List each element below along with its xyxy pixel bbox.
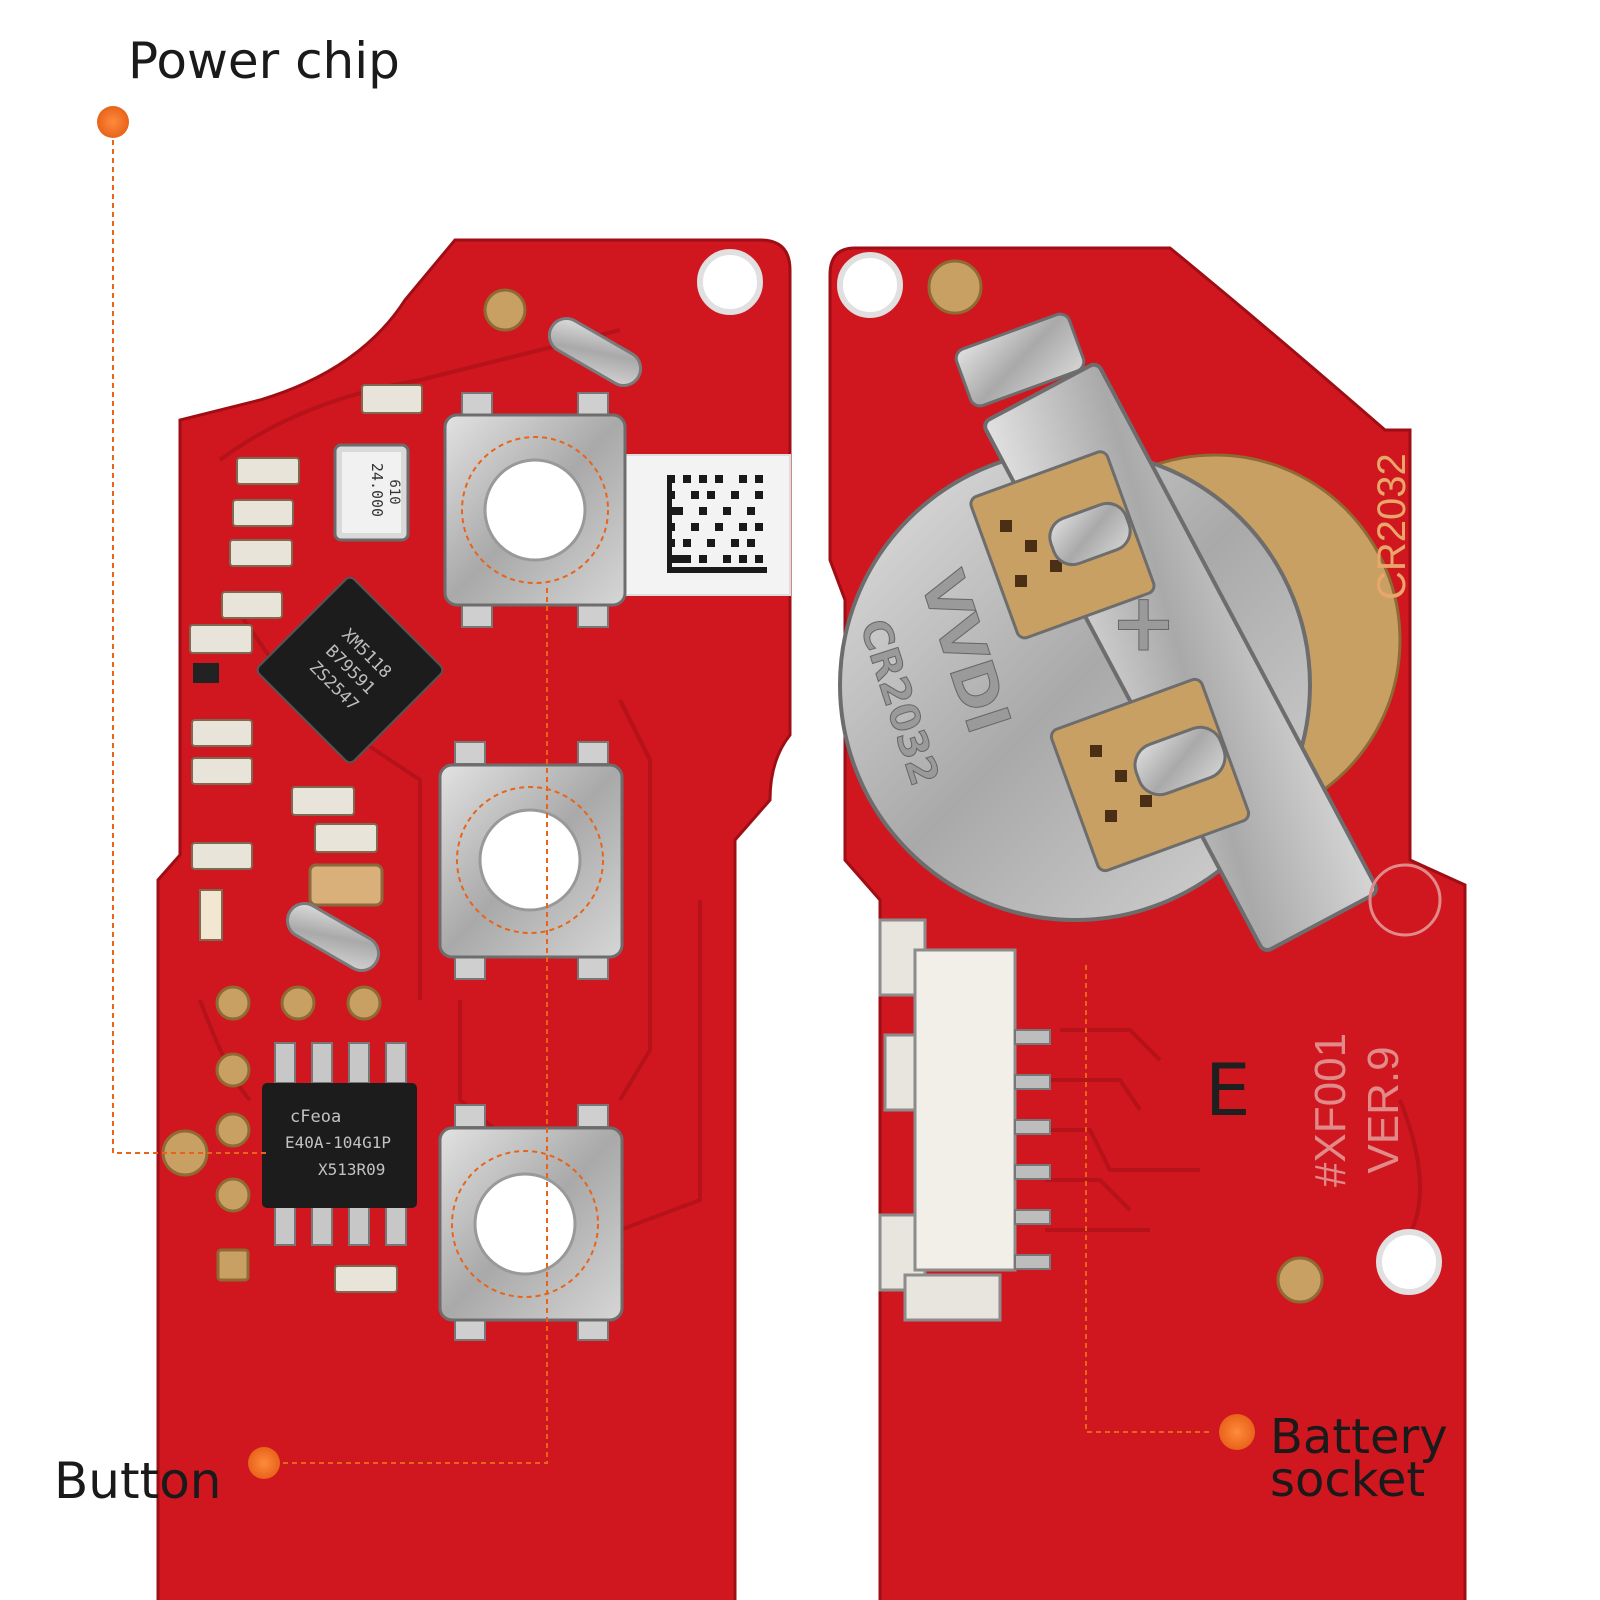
soic-chip: cFeoa E40A-104G1P X513R09 xyxy=(262,1042,417,1246)
right-pcb-board: VVDI CR2032 + CR2032 E #XF001 VER.9 xyxy=(828,246,1467,1600)
battery-socket-label: Battery socket xyxy=(1270,1409,1448,1509)
power-chip-callout-dot xyxy=(97,106,129,138)
board-version-label: VER.9 xyxy=(1359,1046,1408,1173)
crystal-bottom-text: 610 xyxy=(386,479,402,504)
crystal-oscillator: 24.000 610 xyxy=(333,443,410,542)
logo-icon xyxy=(1368,863,1442,937)
mount-hole xyxy=(837,252,903,318)
button-leader-line xyxy=(270,588,548,1464)
side-connector xyxy=(878,918,1051,1322)
tactile-button-1 xyxy=(443,392,627,628)
qr-label xyxy=(624,454,791,596)
button-callout-dot xyxy=(248,1447,280,1479)
callout-lines xyxy=(112,122,1210,1464)
soic-text-line2: E40A-104G1P xyxy=(285,1133,391,1152)
battery-socket-clip: VVDI CR2032 + xyxy=(838,312,1378,952)
mount-hole xyxy=(1376,1229,1442,1295)
left-pcb-board: 24.000 610 XM5118 B79591 ZS2547 xyxy=(156,238,792,1600)
battery-label-line2: socket xyxy=(1270,1452,1426,1509)
smd-passives xyxy=(189,384,423,1293)
crystal-top-text: 24.000 xyxy=(368,463,386,517)
power-chip-leader-line xyxy=(112,122,270,1154)
power-chip-label: Power chip xyxy=(128,32,400,90)
tactile-button-2 xyxy=(438,741,624,980)
tactile-button-3 xyxy=(438,1104,624,1341)
battery-label-line1: Battery xyxy=(1270,1409,1448,1465)
battery-callout-dot xyxy=(1219,1414,1255,1450)
board-letter-mark: E xyxy=(1205,1048,1251,1132)
power-chip-qfn: XM5118 B79591 ZS2547 xyxy=(256,576,444,764)
button-label: Button xyxy=(54,1452,222,1510)
soic-text-line3: X513R09 xyxy=(318,1160,385,1179)
board-id-label: #XF001 xyxy=(1306,1033,1355,1187)
soic-text-line1: cFeoa xyxy=(290,1107,341,1127)
mount-hole xyxy=(697,249,763,315)
battery-leader-line xyxy=(1085,965,1210,1433)
clip-plus-sign: + xyxy=(1110,576,1177,669)
battery-type-label: CR2032 xyxy=(1370,453,1414,600)
